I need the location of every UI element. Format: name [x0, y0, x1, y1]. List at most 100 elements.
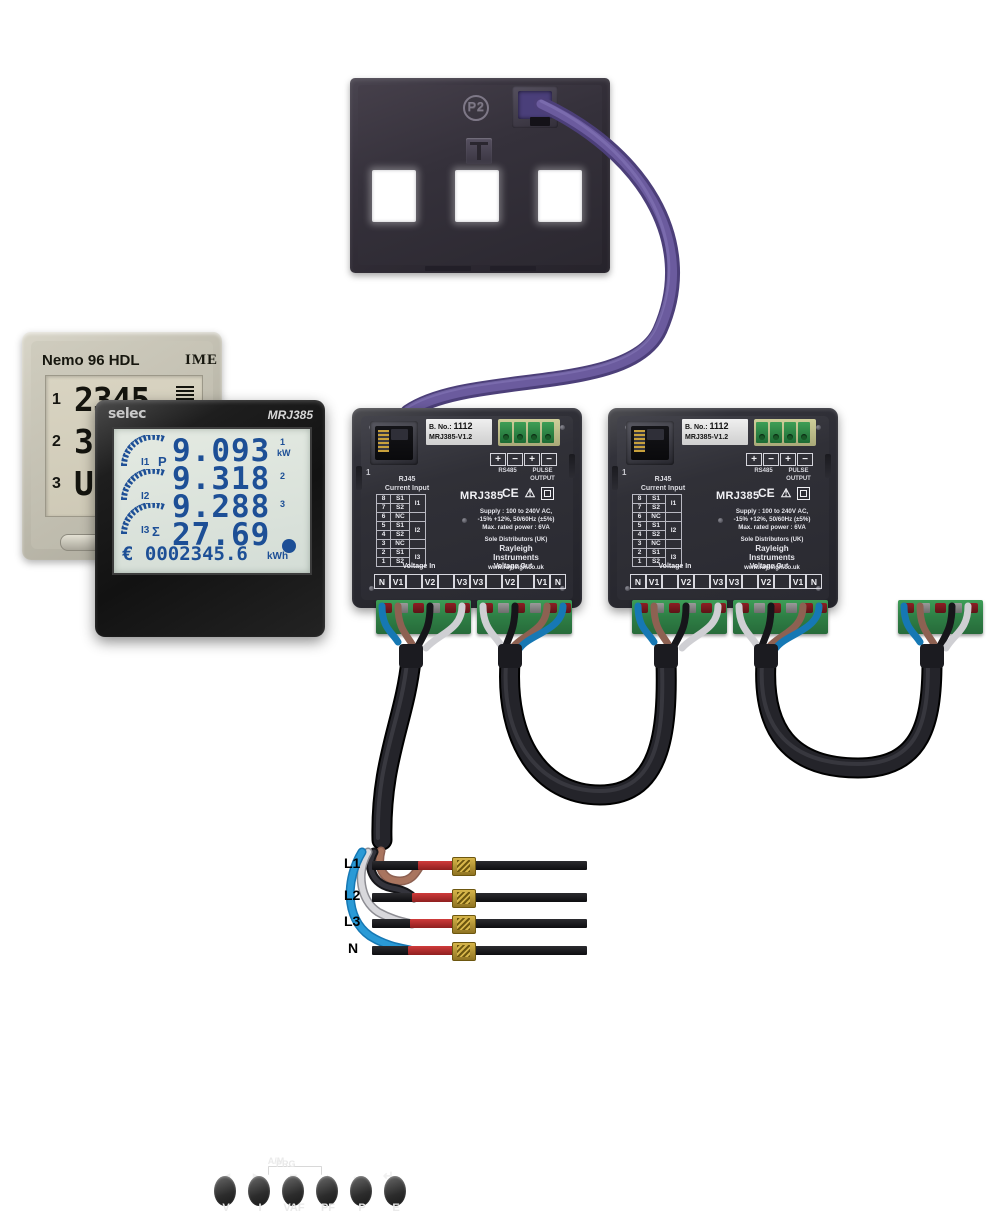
batch-number: 1112: [453, 421, 473, 431]
voltage-in-terminals: N V1 V2 V3: [630, 574, 726, 589]
terminal-block-spare[interactable]: [898, 600, 983, 634]
distributor-name-2: Instruments: [493, 553, 539, 562]
io-terminal-row: + − + −: [746, 453, 814, 466]
supply-spec-text: Supply : 100 to 240V AC, -15% +12%, 50/6…: [726, 508, 818, 532]
rj45-port[interactable]: [626, 421, 674, 465]
port-number-label: 1: [366, 468, 371, 477]
signal: NC: [646, 539, 666, 549]
module-version: MRJ385-V1.2: [685, 434, 729, 441]
signal: S2: [390, 557, 410, 567]
pulse-minus: −: [541, 453, 557, 466]
diagram-canvas: P2 Nemo 96 HDL IME 1 2345 A 2 3 3 U: [22, 78, 983, 1214]
warning-triangle-icon: ⚠: [780, 486, 792, 500]
module-rail-left: [612, 466, 618, 490]
busbar-l3: [372, 919, 587, 928]
rs485-pulse-header[interactable]: [754, 419, 816, 446]
vout-v2: V2: [502, 574, 518, 589]
rj45-caption-line1: RJ45: [398, 476, 416, 483]
terminal-block-vin-2[interactable]: [632, 600, 727, 634]
lcd-unit-index2: 2: [280, 471, 286, 481]
lcd-unit-index1: 1: [280, 437, 286, 447]
pin: 8: [632, 494, 647, 504]
nemo-row-value: U: [74, 464, 94, 503]
terminal-block-vout-1[interactable]: [477, 600, 572, 634]
nemo-row-index: 1: [52, 391, 61, 408]
ct-foot-right: [490, 266, 536, 271]
channel: I1: [665, 494, 682, 513]
rs485-pulse-header[interactable]: [498, 419, 560, 446]
rj45-pins-icon: [634, 430, 645, 452]
nemo-row: 2 3: [52, 422, 198, 464]
supply-line-2: -15% +12%, 50/60Hz (±5%): [733, 516, 811, 523]
rj45-tab: [647, 429, 664, 440]
vout-blank-1: [742, 574, 758, 589]
distributor-text: Sole Distributors (UK) Rayleigh Instrume…: [470, 536, 562, 572]
distributor-website: www.rayleigh.co.uk: [744, 564, 800, 571]
phase-label-i2: I2: [141, 491, 150, 502]
selec-header: selec MRJ385: [108, 406, 313, 424]
rj45-tab: [391, 429, 408, 440]
vin-blank-1: [662, 574, 678, 589]
button-label-pf: PF: [320, 1202, 336, 1214]
distributor-name-2: Instruments: [749, 553, 795, 562]
signal: S1: [390, 548, 410, 558]
wire-joint-l1: [418, 861, 452, 870]
vin-v1: V1: [646, 574, 662, 589]
channel-empty: [665, 512, 682, 522]
button-label-e: E: [392, 1202, 400, 1214]
voltage-out-terminals: V3 V2 V1 N: [726, 574, 822, 589]
supply-line-1: Supply : 100 to 240V AC,: [479, 508, 553, 515]
rj45-port[interactable]: [370, 421, 418, 465]
module-version: MRJ385-V1.2: [429, 434, 473, 441]
voltage-in-terminals: N V1 V2 V3: [374, 574, 470, 589]
busbar-label-l3: L3: [344, 913, 361, 929]
vin-blank-2: [438, 574, 454, 589]
vout-v1: V1: [534, 574, 550, 589]
vout-v1: V1: [790, 574, 806, 589]
lcd-status-dot-icon: [282, 539, 296, 553]
vout-blank-2: [774, 574, 790, 589]
channel-empty: [409, 512, 426, 522]
terminal-block-vout-2[interactable]: [733, 600, 828, 634]
nemo-row-index: 2: [52, 433, 61, 450]
voltage-in-caption: Voltage In: [402, 563, 436, 570]
rj45-pins-icon: [378, 430, 389, 452]
io-terminal-row: + − + −: [490, 453, 558, 466]
ct-rj45-socket[interactable]: [518, 91, 552, 119]
mrj385-module-1: B. No.: 1112 MRJ385-V1.2 1 RJ45 Current …: [352, 408, 582, 608]
busbar-label-l1: L1: [344, 855, 361, 871]
distributor-website: www.rayleigh.co.uk: [488, 564, 544, 571]
button-label-vaf: VAF: [283, 1202, 305, 1214]
rj45-caption: RJ45 Current Input: [620, 476, 706, 493]
pin: 5: [376, 521, 391, 531]
supply-line-2: -15% +12%, 50/60Hz (±5%): [477, 516, 555, 523]
rs485-caption: RS485: [498, 468, 517, 474]
ct-foot-left: [425, 266, 471, 271]
voltage-in-caption: Voltage In: [658, 563, 692, 570]
channel: I2: [409, 521, 426, 540]
batch-caption: B. No.:: [429, 424, 452, 431]
busbar-l1: [372, 861, 587, 870]
distributor-name: Rayleigh: [499, 543, 533, 553]
vin-v2: V2: [422, 574, 438, 589]
terminal-block-vin-1[interactable]: [376, 600, 471, 634]
pin: 8: [376, 494, 391, 504]
button-label-p: P: [358, 1202, 366, 1214]
phase-label-i1: I1: [141, 457, 150, 468]
supply-line-3: Max. rated power : 6VA: [738, 524, 806, 531]
vout-blank-2: [518, 574, 534, 589]
ce-mark-icon: CE: [758, 486, 775, 500]
signal: S1: [646, 521, 666, 531]
rs485-minus: −: [507, 453, 523, 466]
signal: S2: [646, 503, 666, 513]
lcd-value-line2: 9.318: [172, 461, 271, 497]
